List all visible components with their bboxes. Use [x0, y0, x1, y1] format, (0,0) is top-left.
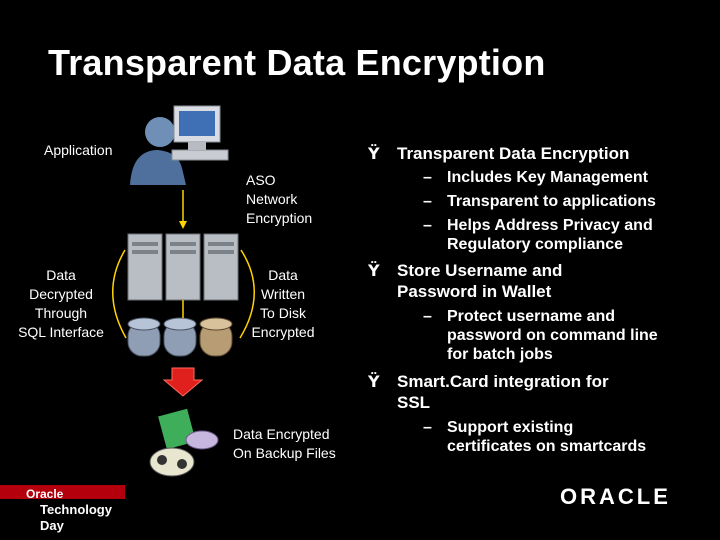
oracle-technology-day-logo: Oracle Technology Day — [0, 485, 125, 540]
bullet-marker: Ÿ — [368, 144, 380, 163]
bullet-1: Ÿ Transparent Data Encryption — [368, 144, 630, 163]
oracle-wordmark: ORACLE — [560, 484, 671, 509]
user-computer-icon — [130, 105, 229, 185]
server-rack-icon — [127, 233, 239, 301]
application-label: Application — [44, 142, 113, 158]
bullet-3: Ÿ Smart.Card integration for SSL — [368, 372, 609, 412]
slide-title: Transparent Data Encryption — [48, 42, 546, 83]
aso-label: ASO Network Encryption — [246, 172, 313, 226]
backup-label: Data Encrypted On Backup Files — [233, 426, 336, 461]
written-label: Data Written To Disk Encrypted — [251, 267, 315, 340]
sub-bullet-1-3: – Helps Address Privacy and Regulatory c… — [423, 217, 653, 253]
backup-tape-icon — [149, 408, 219, 477]
sub-bullet-2-1: – Protect username and password on comma… — [423, 308, 658, 363]
bullet-2: Ÿ Store Username and Password in Wallet — [368, 261, 563, 301]
sub-bullet-1-1: – Includes Key Management — [423, 169, 648, 186]
sub-bullet-1-2: – Transparent to applications — [423, 193, 656, 210]
sub-bullet-3-1: – Support existing certificates on smart… — [423, 419, 647, 455]
disk-stack-icon — [127, 317, 233, 357]
down-arrow-icon — [162, 367, 204, 397]
decrypted-label: Data Decrypted Through SQL Interface — [18, 267, 104, 340]
